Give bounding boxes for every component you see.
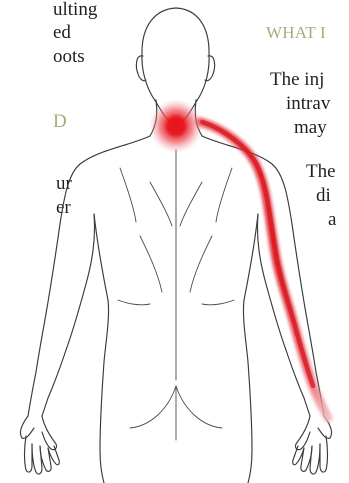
neck-pain-core [167, 117, 185, 135]
right-text-line-5: di [316, 186, 331, 205]
right-text-line-3: may [294, 118, 327, 137]
right-text-line-4: The [306, 162, 336, 181]
back-muscle-details [118, 150, 234, 440]
right-text-line-6: a [328, 210, 336, 229]
right-text-line-2: intrav [286, 94, 330, 113]
right-heading: WHAT I [266, 24, 326, 41]
right-text-line-1: The inj [270, 70, 324, 89]
